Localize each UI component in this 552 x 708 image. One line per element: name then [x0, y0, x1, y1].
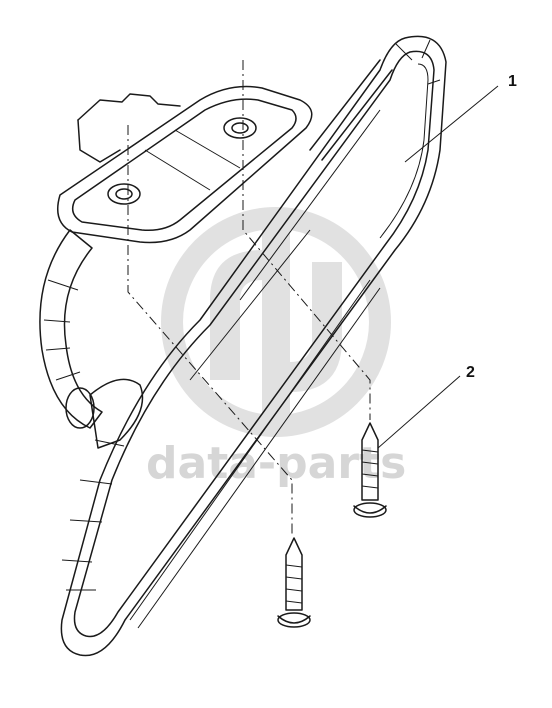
watermark-logo	[161, 207, 391, 437]
mirror-frame	[60, 35, 447, 657]
mirror-mount-arm	[39, 229, 144, 449]
callout-label-1: 1	[508, 73, 517, 90]
callout-2: 2	[377, 364, 475, 449]
center-lines	[127, 60, 371, 535]
mounting-bracket	[57, 85, 313, 244]
callout-1: 1	[404, 73, 517, 163]
callout-label-2: 2	[466, 364, 475, 381]
screw-left	[277, 537, 311, 628]
screw-right	[353, 422, 387, 518]
watermark-text: data-parts	[146, 438, 406, 489]
